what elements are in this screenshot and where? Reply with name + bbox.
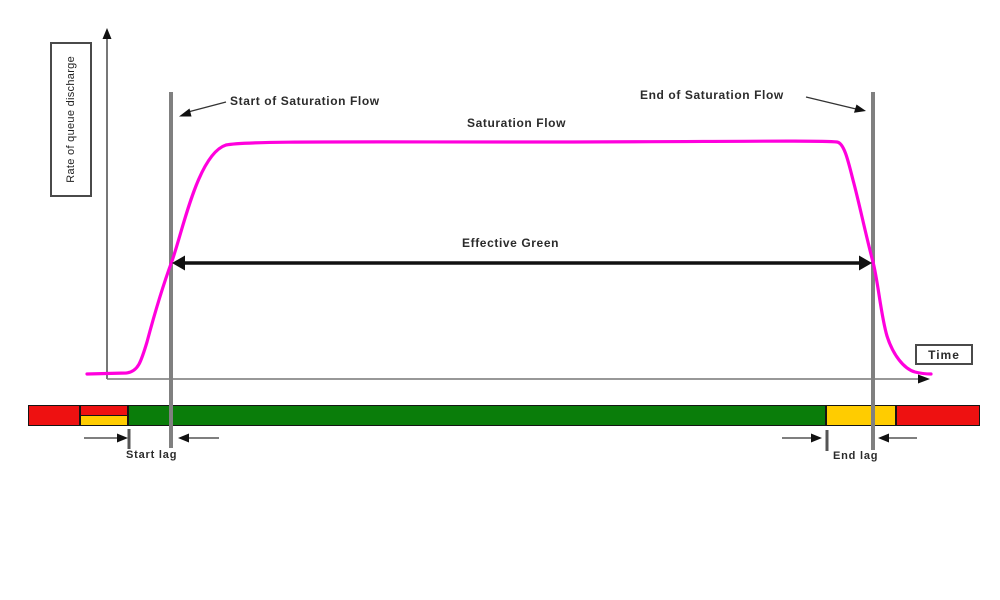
time-axis-label: Time <box>928 347 960 362</box>
start-lag-label: Start lag <box>126 449 178 461</box>
y-axis-label-box: Rate of queue discharge <box>50 42 92 197</box>
end-lag-label: End lag <box>833 450 879 462</box>
y-axis-label: Rate of queue discharge <box>65 56 77 183</box>
start-of-saturation-flow-label: Start of Saturation Flow <box>230 94 380 108</box>
signal-red-amber-top <box>81 406 127 416</box>
signal-segment-red-start <box>28 405 80 426</box>
saturation-flow-label: Saturation Flow <box>467 116 566 130</box>
signal-red-amber-bottom <box>81 416 127 425</box>
signal-segment-red-amber <box>80 405 128 426</box>
effective-green-label: Effective Green <box>462 236 560 250</box>
time-axis-label-box: Time <box>915 344 973 365</box>
signal-segment-green <box>128 405 826 426</box>
signal-segment-red-end <box>896 405 980 426</box>
end-of-saturation-flow-label: End of Saturation Flow <box>640 88 784 102</box>
signal-segment-amber <box>826 405 896 426</box>
